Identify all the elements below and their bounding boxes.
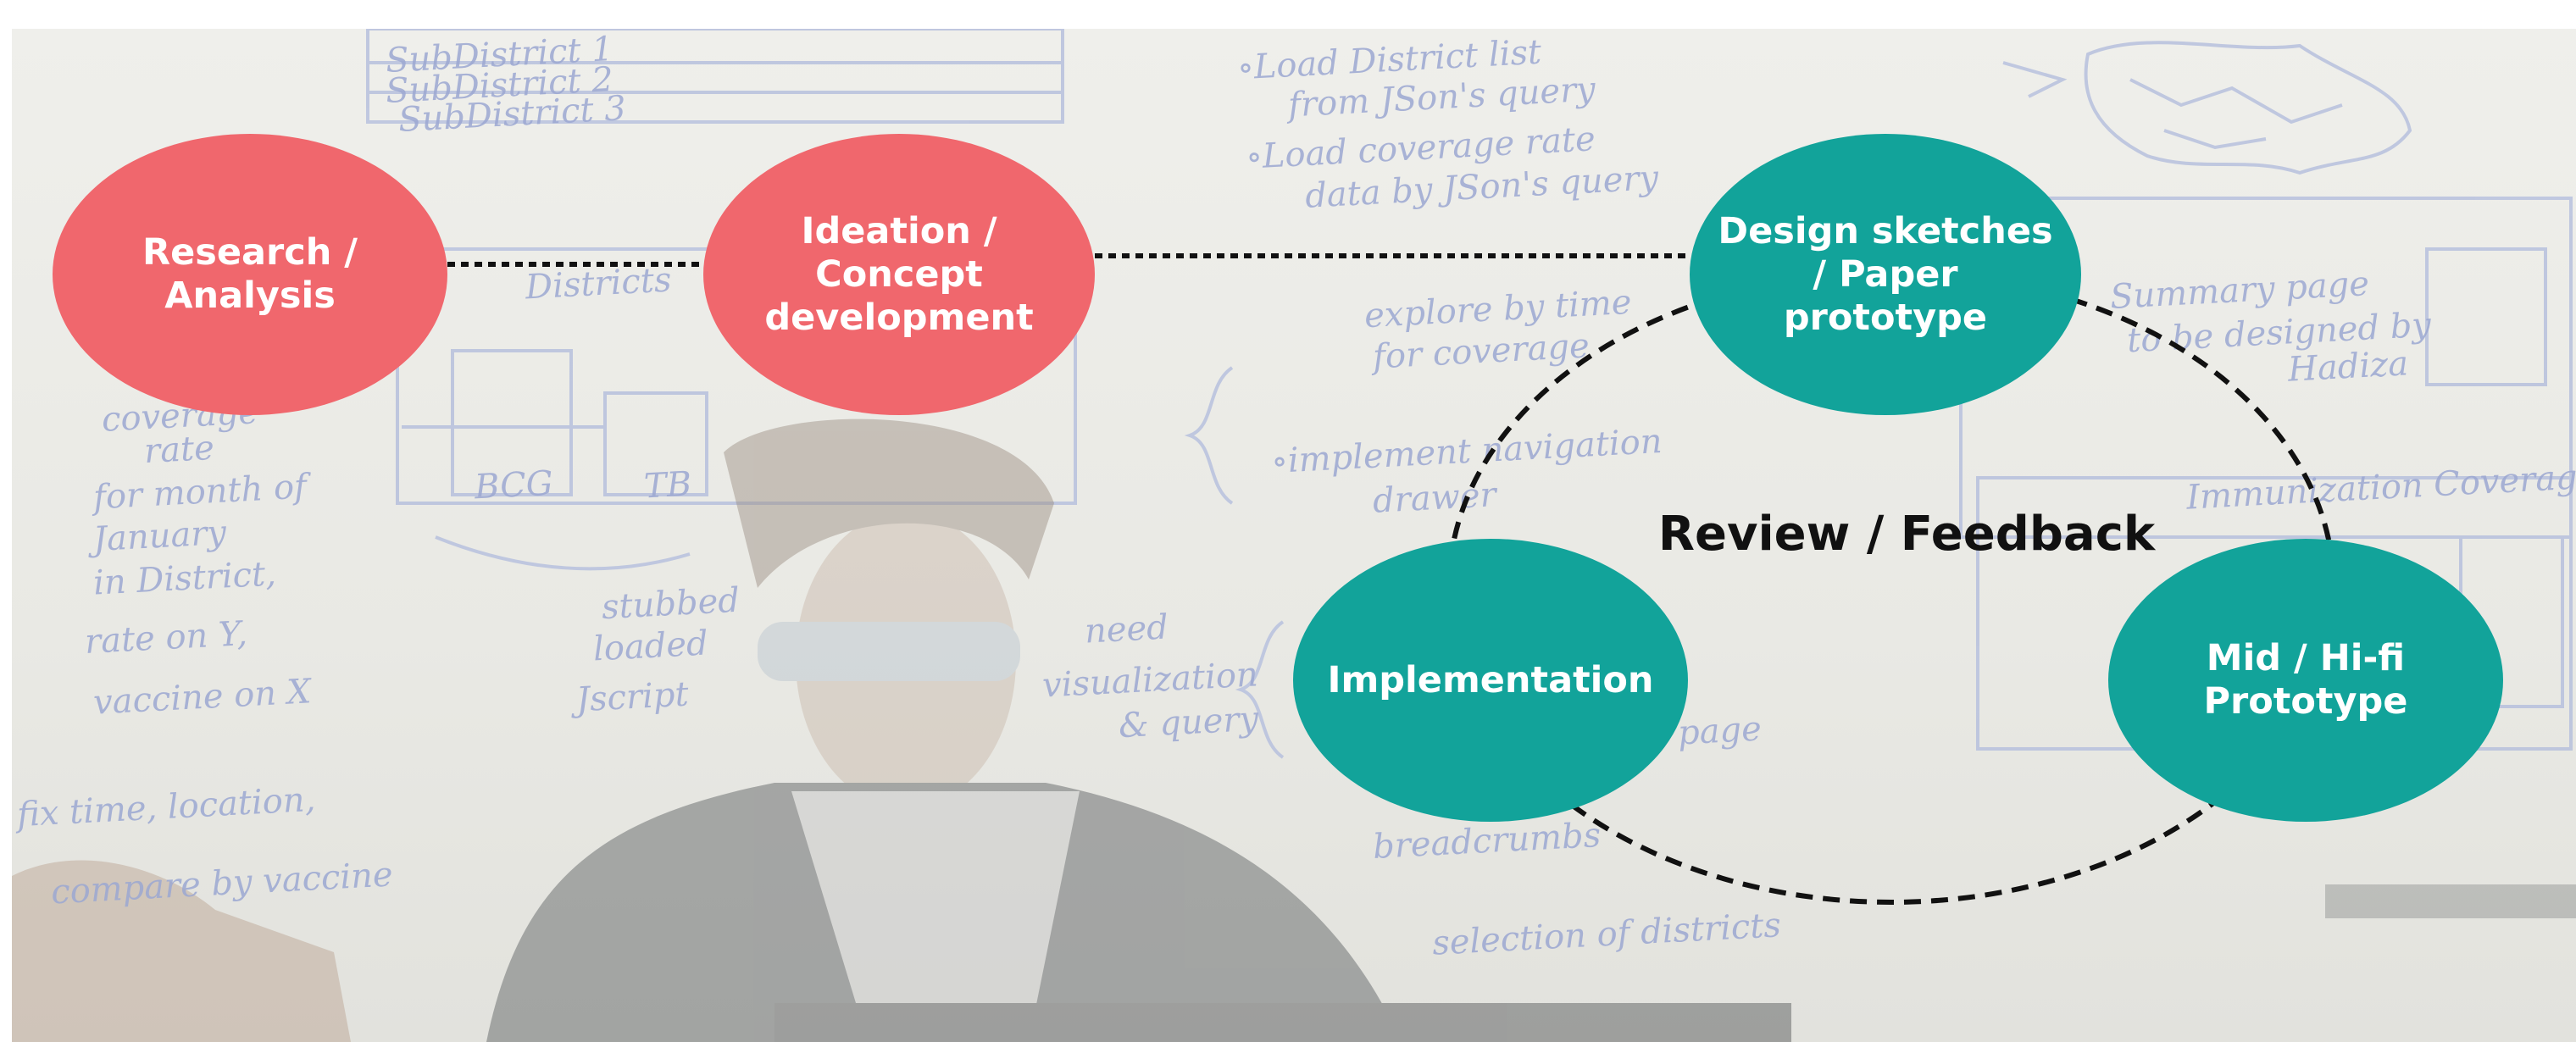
review-feedback-label: Review / Feedback <box>1657 507 2156 562</box>
node-label: Implementation <box>1327 658 1654 701</box>
node-label: Ideation / Concept development <box>764 209 1034 339</box>
node-label: Mid / Hi-fi Prototype <box>2203 637 2408 723</box>
node-design-sketches: Design sketches / Paper prototype <box>1690 134 2081 415</box>
node-ideation-concept: Ideation / Concept development <box>703 134 1095 415</box>
whiteboard-photo-background <box>12 29 2576 1042</box>
whiteboard-sketch-drawing <box>12 29 2576 1042</box>
node-label: Design sketches / Paper prototype <box>1718 209 2053 339</box>
node-label: Research / Analysis <box>142 231 358 317</box>
node-mid-hifi-prototype: Mid / Hi-fi Prototype <box>2108 539 2503 822</box>
node-implementation: Implementation <box>1293 539 1688 822</box>
node-research-analysis: Research / Analysis <box>53 134 447 415</box>
